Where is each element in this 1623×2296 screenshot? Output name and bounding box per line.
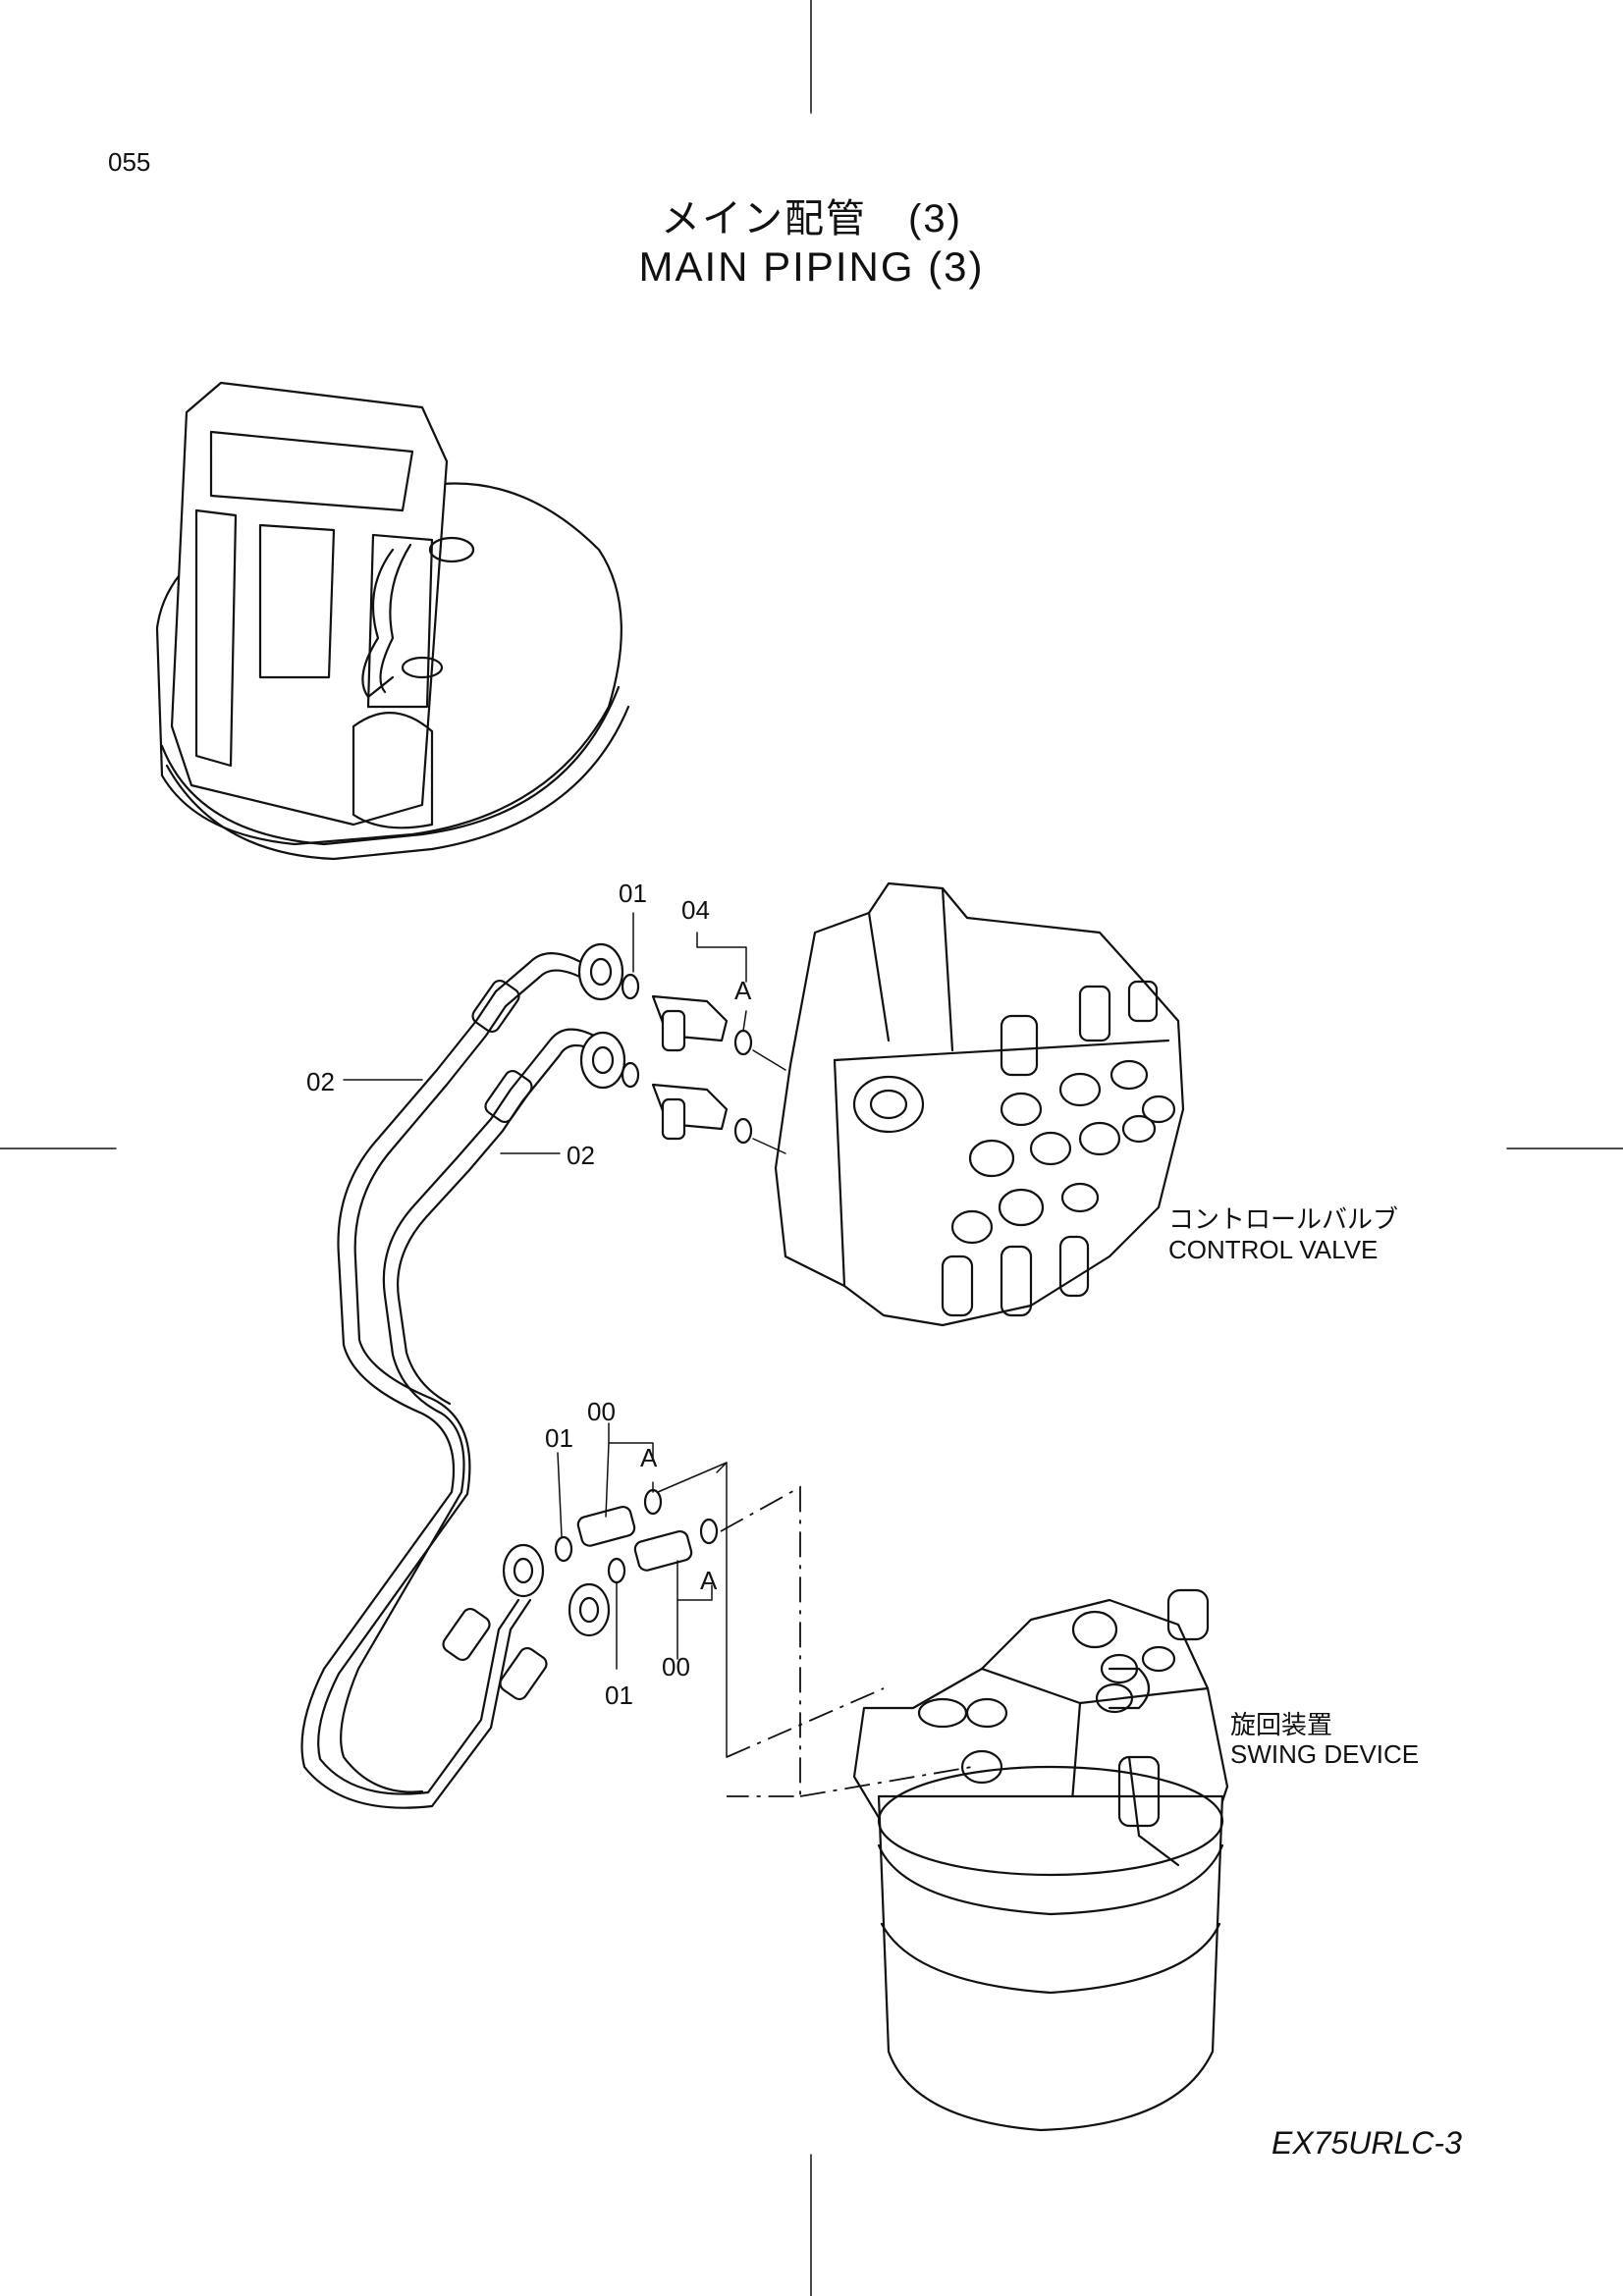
excavator-overview-illustration [155, 381, 630, 861]
lower-fittings [554, 1488, 719, 1584]
callout-01-upper: 01 [619, 879, 647, 908]
page-title: MAIN PIPING (3) [638, 243, 985, 290]
swing-device-label-japanese: 旋回装置 [1230, 1710, 1333, 1739]
connection-lines [720, 1485, 973, 1797]
model-number: EX75URLC-3 [1271, 2125, 1462, 2161]
callout-a-lower-bottom: A [700, 1566, 718, 1595]
callout-00-lower: 00 [662, 1652, 690, 1682]
leader-lines [343, 912, 747, 1758]
callout-02-left: 02 [306, 1067, 335, 1096]
control-valve-label-japanese: コントロールバルブ [1168, 1204, 1399, 1234]
page-number: 055 [108, 147, 151, 177]
callout-01-lower-top: 01 [545, 1423, 573, 1453]
control-valve-illustration [774, 881, 1185, 1327]
callout-04: 04 [681, 895, 710, 925]
upper-fittings [621, 973, 786, 1154]
page-title-japanese: メイン配管 (3) [661, 197, 962, 240]
callout-01-lower-bottom: 01 [605, 1681, 633, 1710]
control-valve-label: CONTROL VALVE [1168, 1235, 1379, 1264]
callout-00-upper: 00 [587, 1397, 616, 1426]
callout-02-right: 02 [567, 1141, 595, 1170]
hydraulic-hoses [300, 942, 626, 1809]
swing-device-illustration [852, 1588, 1229, 2132]
callout-a-lower-top: A [640, 1443, 658, 1472]
swing-device-label: SWING DEVICE [1230, 1739, 1420, 1769]
callout-a-upper: A [734, 976, 752, 1005]
